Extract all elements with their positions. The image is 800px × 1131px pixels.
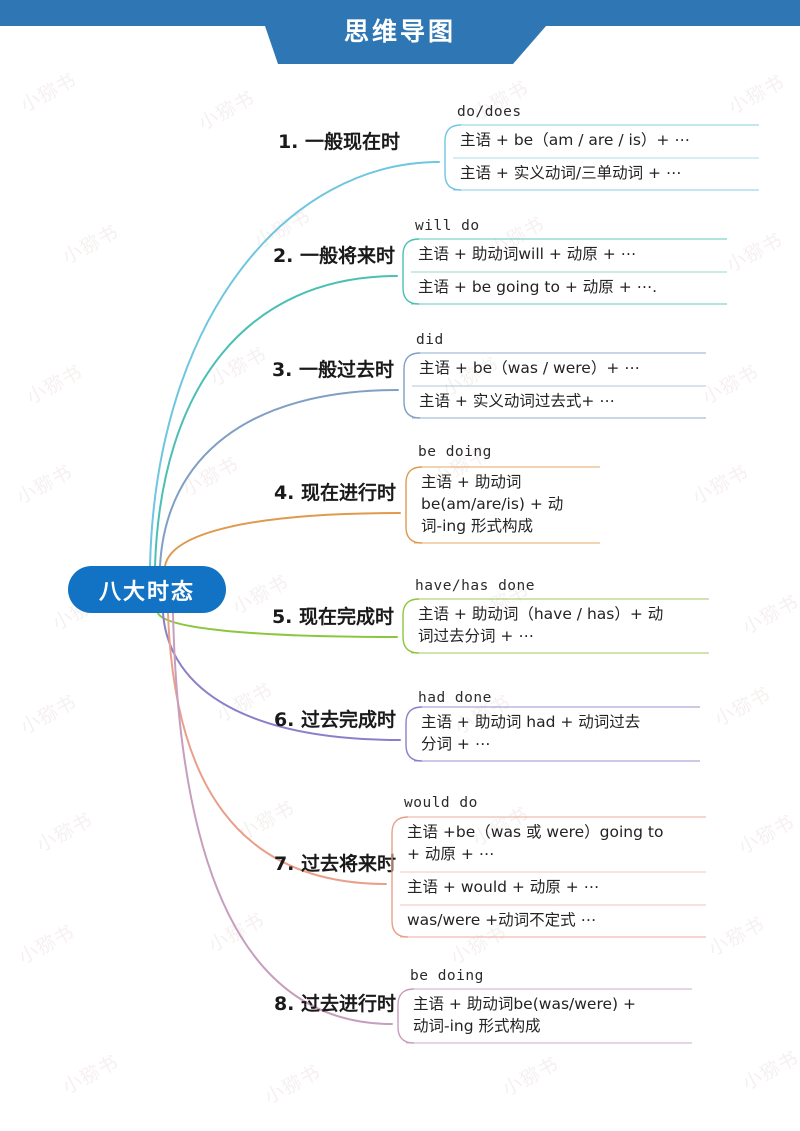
watermark-text: 小猕书 <box>711 683 775 731</box>
branch-detail-group-3: 主语 + be（was / were）+ ⋯ 主语 + 实义动词过去式+ ⋯ <box>402 352 706 419</box>
branch-title-1[interactable]: 1. 一般现在时 <box>277 131 400 153</box>
branch-items-2: 主语 + 助动词will + 动原 + ⋯ 主语 + be going to + … <box>412 238 712 304</box>
branch-tag-7: would do <box>404 795 478 811</box>
branch-item[interactable]: 主语 + be（am / are / is）+ ⋯ <box>460 131 690 149</box>
branch-item[interactable]: 主语 + 实义动词/三单动词 + ⋯ <box>460 164 682 182</box>
connector-4 <box>164 512 401 567</box>
watermark-text: 小猕书 <box>689 461 753 509</box>
watermark-text: 小猕书 <box>23 361 87 409</box>
branch-items-4: 主语 + 助动词 be(am/are/is) + 动 词-ing 形式构成 <box>415 466 585 543</box>
page-title: 思维导图 <box>343 17 456 46</box>
branch-item[interactable]: 主语 + be going to + 动原 + ⋯. <box>418 278 658 296</box>
branch-tag-1: do/does <box>457 104 522 120</box>
branch-item[interactable]: 主语 + 实义动词过去式+ ⋯ <box>419 392 615 410</box>
branch-item[interactable]: 主语 + would + 动原 + ⋯ <box>407 878 600 896</box>
branch-item[interactable]: 主语 + be（was / were）+ ⋯ <box>419 359 640 377</box>
watermark-text: 小猕书 <box>739 591 800 639</box>
branch-tag-6: had done <box>418 690 492 706</box>
branch-item[interactable]: 主语 + 助动词 be(am/are/is) + 动 词-ing 形式构成 <box>421 473 564 535</box>
branch-detail-group-7: 主语 +be（was 或 were）going to + 动原 + ⋯ 主语 + … <box>390 816 706 938</box>
branch-item[interactable]: 主语 + 助动词be(was/were) + 动词-ing 形式构成 <box>413 995 636 1035</box>
branch-item[interactable]: 主语 + 助动词will + 动原 + ⋯ <box>418 245 637 263</box>
watermark-text: 小猕书 <box>699 361 763 409</box>
branch-items-7: 主语 +be（was 或 were）going to + 动原 + ⋯ 主语 + … <box>401 816 691 937</box>
watermark-text: 小猕书 <box>235 797 299 845</box>
branch-item[interactable]: was/were +动词不定式 ⋯ <box>407 911 597 929</box>
watermark-text: 小猕书 <box>735 811 799 859</box>
branch-detail-group-4: 主语 + 助动词 be(am/are/is) + 动 词-ing 形式构成 <box>404 466 600 544</box>
watermark-text: 小猕书 <box>725 71 789 119</box>
branch-tag-3: did <box>416 332 444 348</box>
watermark-text: 小猕书 <box>15 921 79 969</box>
branch-items-3: 主语 + be（was / were）+ ⋯ 主语 + 实义动词过去式+ ⋯ <box>413 352 691 418</box>
watermark-text: 小猕书 <box>739 1047 800 1095</box>
branch-detail-group-2: 主语 + 助动词will + 动原 + ⋯ 主语 + be going to + … <box>401 238 727 305</box>
branch-tag-5: have/has done <box>415 578 535 594</box>
branch-detail-group-1: 主语 + be（am / are / is）+ ⋯ 主语 + 实义动词/三单动词 … <box>443 124 759 191</box>
header-banner: 思维导图 <box>0 0 800 64</box>
branch-title-6[interactable]: 6. 过去完成时 <box>273 709 396 731</box>
connector-7 <box>167 612 387 885</box>
branch-title-2[interactable]: 2. 一般将来时 <box>272 245 395 267</box>
branch-tag-4: be doing <box>418 444 492 460</box>
watermark-text: 小猕书 <box>705 913 769 961</box>
watermark-text: 小猕书 <box>205 909 269 957</box>
branch-detail-group-6: 主语 + 助动词 had + 动词过去 分词 + ⋯ <box>404 706 700 762</box>
branch-title-5[interactable]: 5. 现在完成时 <box>271 606 394 628</box>
watermark-text: 小猕书 <box>17 691 81 739</box>
branch-item[interactable]: 主语 + 助动词（have / has）+ 动 词过去分词 + ⋯ <box>418 605 664 645</box>
branch-detail-group-5: 主语 + 助动词（have / has）+ 动 词过去分词 + ⋯ <box>401 598 709 654</box>
watermark-text: 小猕书 <box>261 1061 325 1109</box>
watermark-text: 小猕书 <box>59 1051 123 1099</box>
branch-item[interactable]: 主语 + 助动词 had + 动词过去 分词 + ⋯ <box>421 713 641 753</box>
branch-items-8: 主语 + 助动词be(was/were) + 动词-ing 形式构成 <box>407 988 677 1043</box>
branch-items-5: 主语 + 助动词（have / has）+ 动 词过去分词 + ⋯ <box>412 598 694 653</box>
branch-items-6: 主语 + 助动词 had + 动词过去 分词 + ⋯ <box>415 706 685 761</box>
header-shape <box>0 0 800 64</box>
branch-title-3[interactable]: 3. 一般过去时 <box>271 359 394 381</box>
connector-8 <box>172 612 393 1025</box>
watermark-text: 小猕书 <box>499 1053 563 1101</box>
branch-tag-2: will do <box>415 218 480 234</box>
branch-tag-8: be doing <box>410 968 484 984</box>
branch-detail-group-8: 主语 + 助动词be(was/were) + 动词-ing 形式构成 <box>396 988 692 1044</box>
watermark-text: 小猕书 <box>13 461 77 509</box>
center-node-label: 八大时态 <box>98 579 195 605</box>
watermark-text: 小猕书 <box>33 809 97 857</box>
branch-item[interactable]: 主语 +be（was 或 were）going to + 动原 + ⋯ <box>407 823 664 863</box>
watermark-text: 小猕书 <box>59 221 123 269</box>
branch-title-4[interactable]: 4. 现在进行时 <box>273 482 396 504</box>
branch-items-1: 主语 + be（am / are / is）+ ⋯ 主语 + 实义动词/三单动词 … <box>454 124 744 190</box>
connector-2 <box>154 275 398 567</box>
watermark-text: 小猕书 <box>723 229 787 277</box>
branch-title-8[interactable]: 8. 过去进行时 <box>273 993 396 1015</box>
branch-title-7[interactable]: 7. 过去将来时 <box>273 853 396 875</box>
center-node[interactable]: 八大时态 <box>68 566 226 613</box>
watermark-text: 小猕书 <box>17 69 81 117</box>
